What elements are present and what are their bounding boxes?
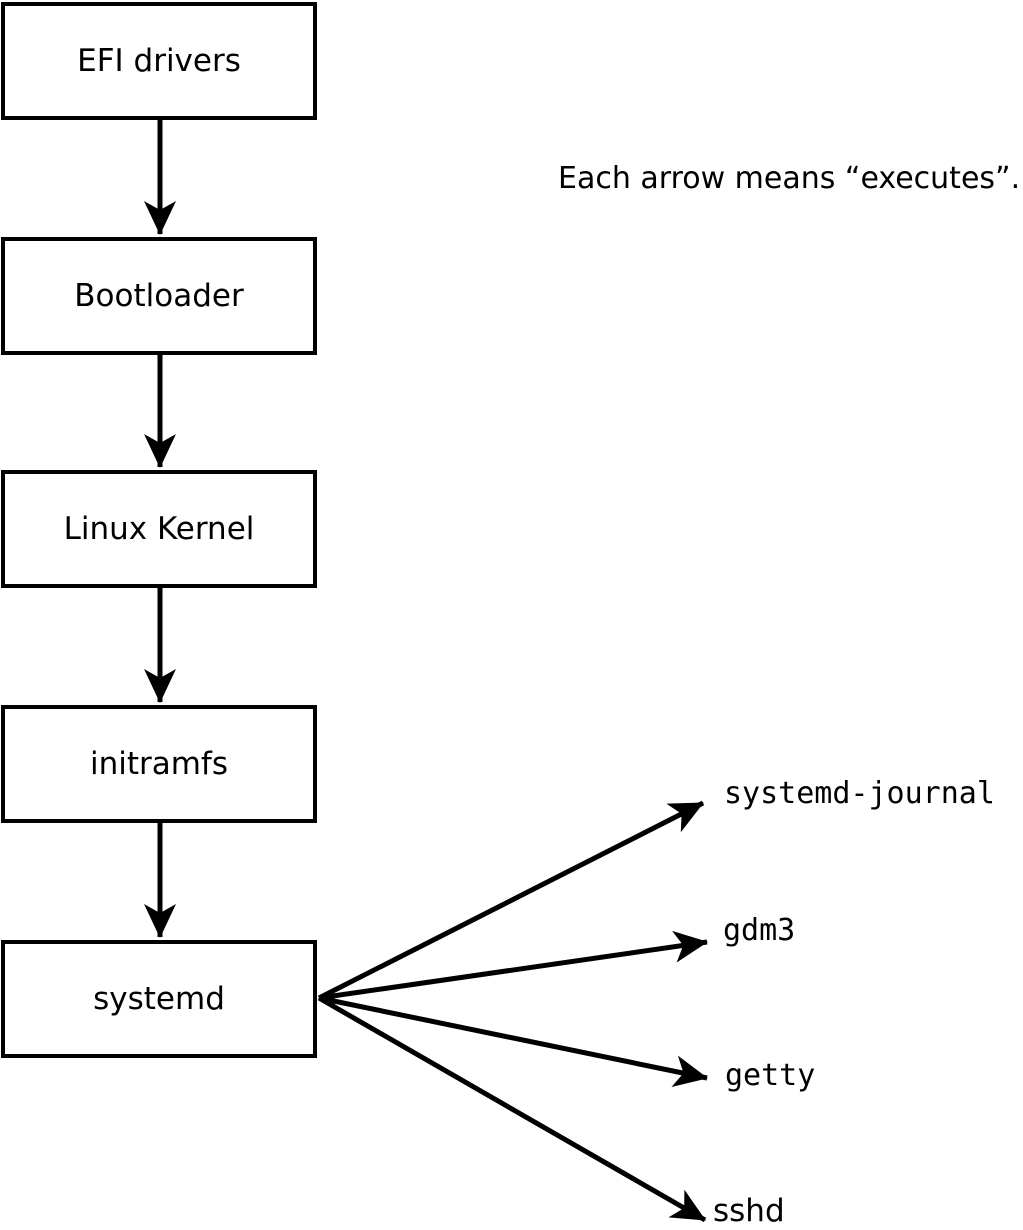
node-initramfs: initramfs [1,705,317,823]
node-label: initramfs [89,745,229,782]
arrow-systemd-to-systemd-journal [317,800,705,1001]
process-label-sshd: sshd [713,1193,785,1229]
node-linux-kernel: Linux Kernel [1,470,317,588]
node-label: systemd [93,980,225,1017]
node-bootloader: Bootloader [1,237,317,355]
arrow-systemd-to-gdm3 [318,930,708,1001]
arrow-systemd-to-getty [318,995,708,1088]
process-label-gdm3: gdm3 [723,913,796,948]
annotation-arrow-meaning: Each arrow means “executes”. [558,161,1021,196]
process-label-getty: getty [725,1058,816,1093]
node-label: Linux Kernel [63,510,255,547]
process-label-systemd-journal: systemd-journal [724,776,995,811]
node-label: Bootloader [74,277,244,314]
node-systemd: systemd [1,940,317,1058]
arrow-systemd-to-sshd [317,995,707,1223]
node-label: EFI drivers [77,42,241,79]
node-efi-drivers: EFI drivers [1,2,317,120]
